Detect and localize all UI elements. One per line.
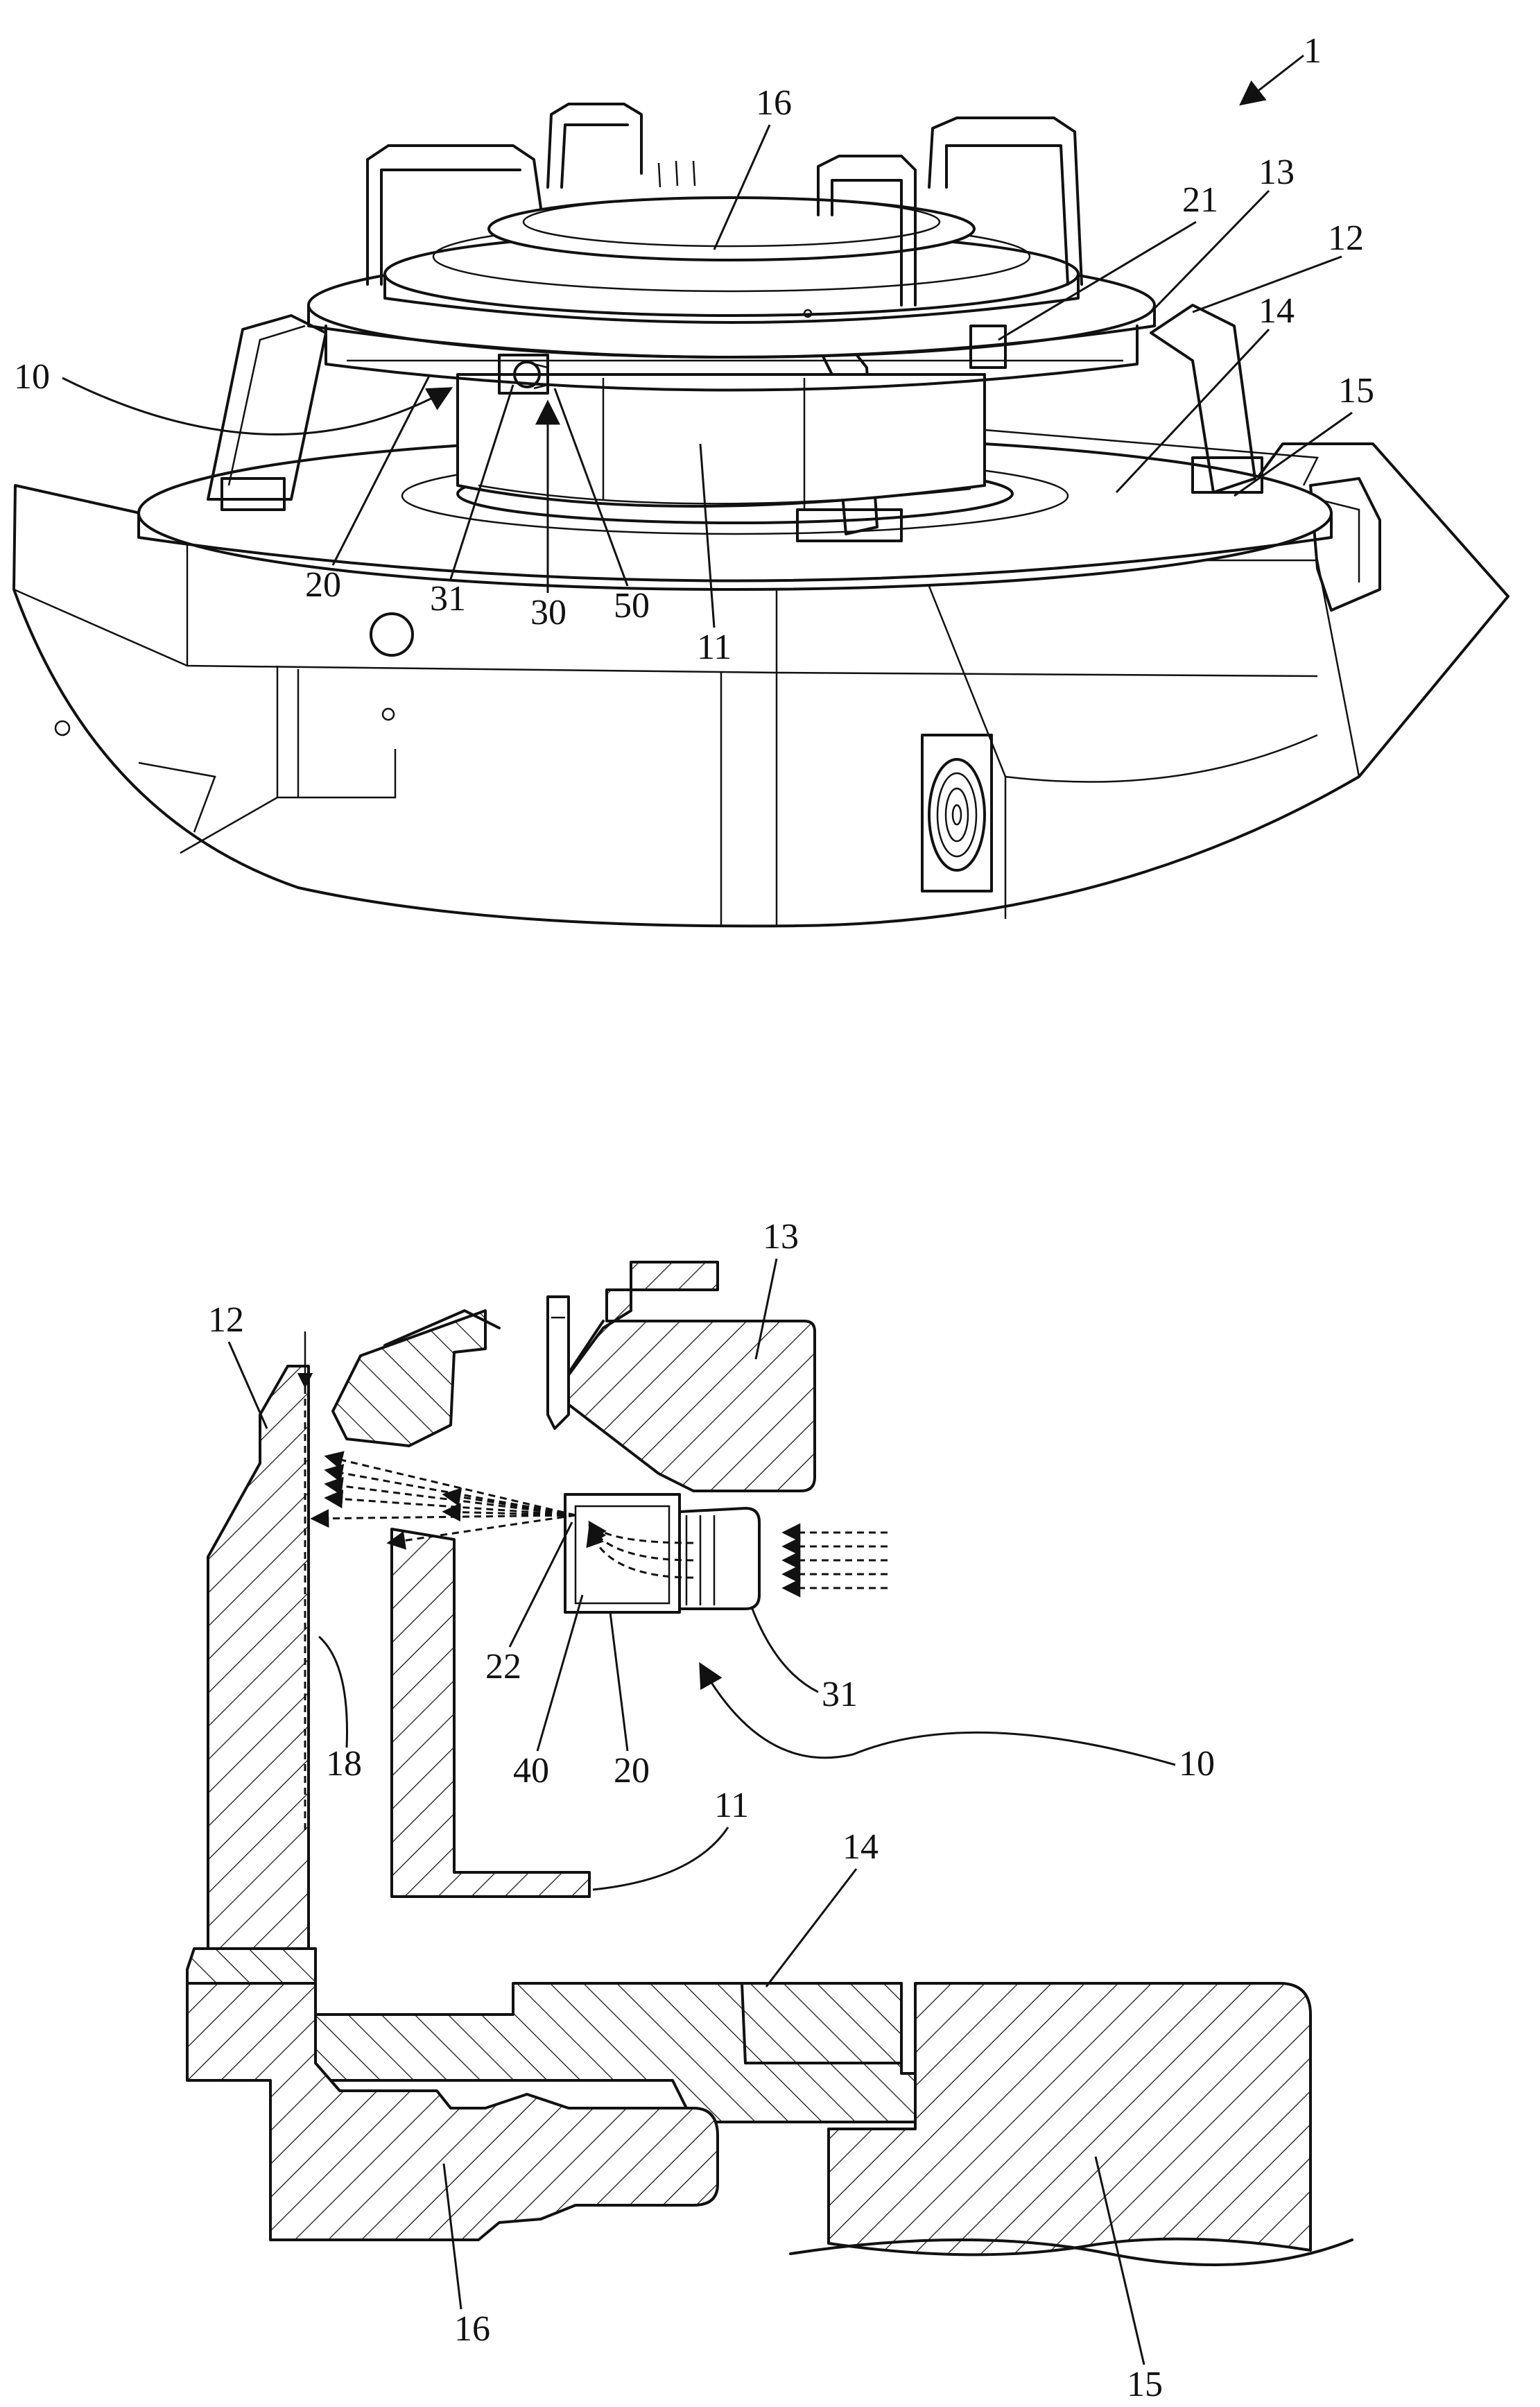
- tube-31: [680, 1508, 759, 1609]
- fan-grille-icon: [922, 735, 992, 891]
- label-14-top: 14: [1258, 291, 1295, 331]
- label-21: 21: [1182, 180, 1218, 220]
- label-14-bottom: 14: [842, 1827, 879, 1867]
- label-31-top: 31: [430, 579, 466, 619]
- section-part-13: [555, 1262, 815, 1491]
- section-part-12: [208, 1366, 309, 1949]
- nozzle-box-20: [565, 1494, 680, 1612]
- label-13-bottom: 13: [763, 1217, 799, 1257]
- label-12-top: 12: [1328, 218, 1364, 258]
- label-31-bottom: 31: [822, 1675, 858, 1714]
- label-22: 22: [485, 1647, 521, 1686]
- label-15-top: 15: [1338, 371, 1374, 411]
- label-20-top: 20: [305, 565, 341, 605]
- label-18: 18: [326, 1744, 362, 1784]
- figure-top-perspective: 1 16 13 21 12 14 10 15 20 31 30 50 11: [14, 31, 1508, 926]
- figure-bottom-cross-section: 13 12 22 31 18 40 20 10 11 14 16 15: [187, 1217, 1352, 2404]
- label-10-top: 10: [14, 357, 50, 397]
- label-10-bottom: 10: [1179, 1744, 1215, 1784]
- section-part-11: [392, 1529, 589, 1897]
- label-20-bottom: 20: [614, 1751, 650, 1791]
- label-40: 40: [513, 1751, 549, 1791]
- label-16-top: 16: [756, 83, 792, 123]
- label-50: 50: [614, 586, 650, 626]
- label-11-top: 11: [697, 628, 732, 667]
- bolt-hole: [371, 614, 413, 655]
- label-13-top: 13: [1258, 153, 1295, 192]
- label-12-bottom: 12: [208, 1300, 244, 1340]
- label-1: 1: [1304, 31, 1322, 71]
- label-30: 30: [530, 593, 566, 632]
- label-16-bottom: 16: [454, 2309, 490, 2349]
- label-11-bottom: 11: [714, 1786, 749, 1825]
- label-15-bottom: 15: [1127, 2365, 1163, 2404]
- chamber-40: [576, 1506, 669, 1603]
